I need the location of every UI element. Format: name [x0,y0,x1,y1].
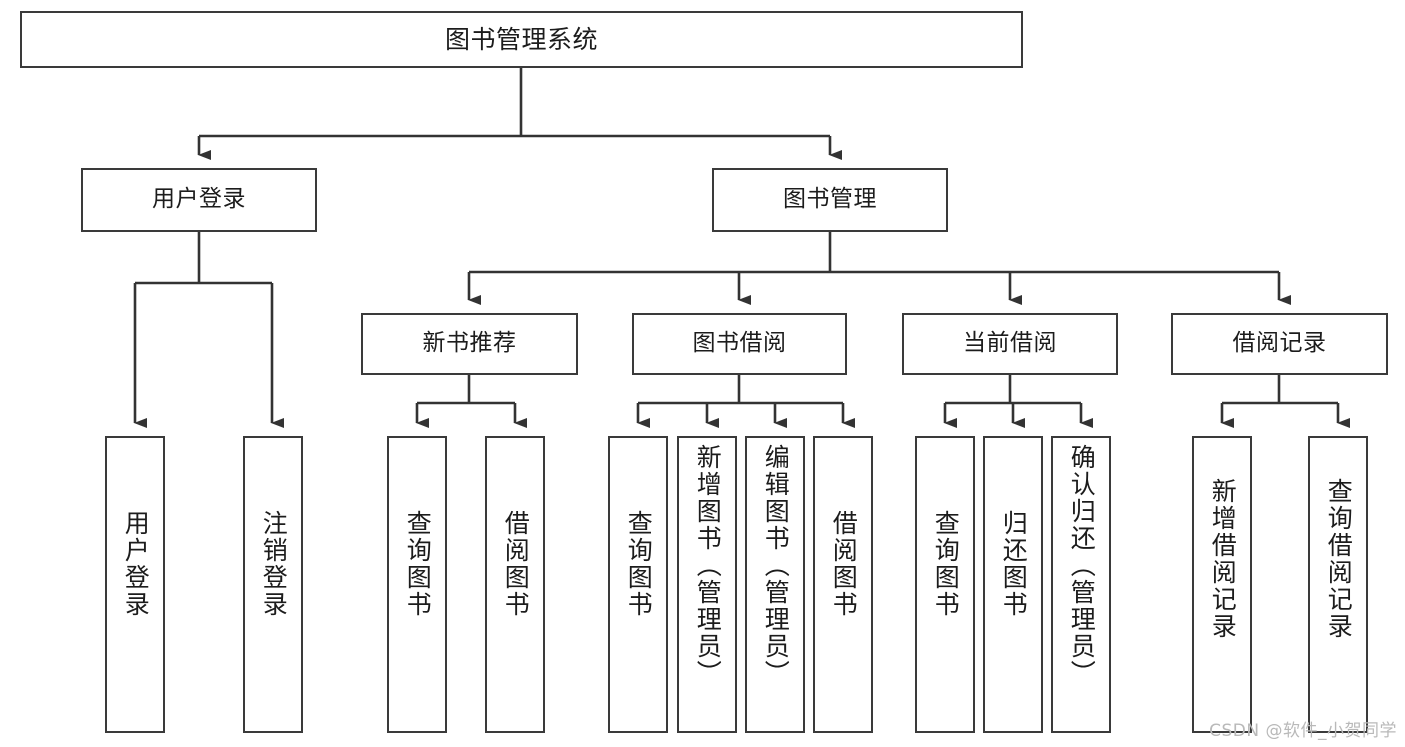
node-current-borrow-label: 当前借阅 [963,330,1057,357]
node-leaf-query-record[interactable]: 查询借阅记录 [1308,436,1368,733]
node-user-login[interactable]: 用户登录 [81,168,317,232]
node-user-login-label: 用户登录 [152,186,246,213]
node-leaf-query-book-2-label: 查询图书 [624,510,654,618]
node-current-borrow[interactable]: 当前借阅 [902,313,1118,375]
node-leaf-user-login[interactable]: 用户登录 [105,436,165,733]
node-leaf-query-book-3[interactable]: 查询图书 [915,436,975,733]
node-book-borrow-label: 图书借阅 [692,330,787,357]
node-borrow-record-label: 借阅记录 [1232,330,1327,357]
node-leaf-query-record-label: 查询借阅记录 [1324,478,1354,640]
node-root[interactable]: 图书管理系统 [20,11,1023,68]
node-leaf-add-record-label: 新增借阅记录 [1208,478,1238,640]
node-book-manage[interactable]: 图书管理 [712,168,948,232]
node-book-borrow[interactable]: 图书借阅 [632,313,847,375]
node-leaf-borrow-book-2-label: 借阅图书 [829,510,859,618]
node-leaf-logout[interactable]: 注销登录 [243,436,303,733]
node-leaf-add-book-label: 新增图书（管理员） [693,444,723,687]
node-book-manage-label: 图书管理 [783,186,877,213]
node-root-label: 图书管理系统 [444,24,598,54]
node-leaf-query-book-3-label: 查询图书 [931,510,961,618]
node-leaf-return-book-label: 归还图书 [999,510,1029,618]
node-leaf-borrow-book-1[interactable]: 借阅图书 [485,436,545,733]
node-leaf-logout-label: 注销登录 [259,510,289,618]
node-leaf-add-book[interactable]: 新增图书（管理员） [677,436,737,733]
node-leaf-borrow-book-2[interactable]: 借阅图书 [813,436,873,733]
node-leaf-query-book-1[interactable]: 查询图书 [387,436,447,733]
node-leaf-confirm-return[interactable]: 确认归还（管理员） [1051,436,1111,733]
node-leaf-user-login-label: 用户登录 [121,510,151,618]
node-leaf-confirm-return-label: 确认归还（管理员） [1067,444,1097,687]
node-new-book-recommend[interactable]: 新书推荐 [361,313,578,375]
node-new-book-recommend-label: 新书推荐 [422,330,517,357]
node-borrow-record[interactable]: 借阅记录 [1171,313,1388,375]
node-leaf-query-book-1-label: 查询图书 [403,510,433,618]
node-leaf-borrow-book-1-label: 借阅图书 [501,510,531,618]
node-leaf-query-book-2[interactable]: 查询图书 [608,436,668,733]
node-leaf-add-record[interactable]: 新增借阅记录 [1192,436,1252,733]
watermark-text: CSDN @软件_小贺同学 [1209,721,1397,741]
node-leaf-edit-book-label: 编辑图书（管理员） [761,444,791,687]
node-leaf-edit-book[interactable]: 编辑图书（管理员） [745,436,805,733]
node-leaf-return-book[interactable]: 归还图书 [983,436,1043,733]
